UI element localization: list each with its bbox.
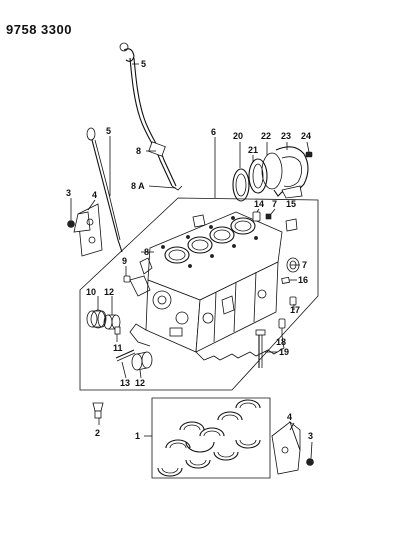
callout-4-upper: 4 [92, 190, 97, 200]
callout-18: 18 [276, 337, 286, 347]
callout-7-side: 7 [302, 260, 307, 270]
bolt-upper [67, 220, 75, 228]
callout-9: 9 [122, 256, 127, 266]
bracket-lower [271, 420, 301, 475]
callout-23: 23 [281, 131, 291, 141]
drain-plug [92, 402, 104, 419]
callout-10: 10 [86, 287, 96, 297]
callout-12-lower: 12 [135, 378, 145, 388]
plug-14 [252, 211, 261, 222]
callout-16: 16 [298, 275, 308, 285]
dowel-11 [114, 326, 121, 335]
plug-15 [265, 213, 272, 220]
plug-7-right [285, 218, 298, 232]
callout-4-lower: 4 [287, 412, 292, 422]
block-enclosure [79, 197, 319, 391]
bearing-enclosure [151, 397, 271, 479]
dipstick [86, 127, 123, 253]
callout-8-upper: 8 [136, 146, 141, 156]
callout-22: 22 [261, 131, 271, 141]
callout-3-lower: 3 [308, 431, 313, 441]
oil-seal-group [232, 146, 313, 202]
plug-7-left [192, 214, 206, 228]
callout-8a: 8 A [131, 181, 145, 191]
callout-1: 1 [135, 431, 140, 441]
pin-18 [278, 318, 286, 329]
cylinder-block [129, 211, 285, 361]
bracket-upper [73, 203, 103, 257]
bolt-19 [255, 329, 266, 368]
callout-13: 13 [120, 378, 130, 388]
dipstick-tube-assembly [119, 42, 183, 191]
callout-17: 17 [290, 305, 300, 315]
core-plug-left [86, 309, 107, 329]
callout-15: 15 [286, 199, 296, 209]
callout-11: 11 [113, 343, 123, 353]
callout-5-left: 5 [106, 126, 111, 136]
dowel-16 [281, 276, 290, 284]
bearing-12-lower [131, 351, 153, 371]
callout-5-top: 5 [141, 59, 146, 69]
callout-14: 14 [254, 199, 264, 209]
pin-17 [289, 296, 297, 306]
callout-19: 19 [279, 347, 289, 357]
leader-lines [70, 63, 313, 459]
callout-7-top: 7 [272, 199, 277, 209]
callout-12-upper: 12 [104, 287, 114, 297]
plug-9 [123, 275, 131, 283]
oil-jet-13 [115, 349, 136, 362]
main-bearings [157, 399, 261, 477]
callout-20: 20 [233, 131, 243, 141]
bolt-lower [306, 458, 314, 466]
callout-3-upper: 3 [66, 188, 71, 198]
callout-labels: 5 5 8 8 A 6 3 4 8 9 10 12 11 13 12 2 1 2… [66, 59, 313, 441]
callout-6: 6 [211, 127, 216, 137]
page-title: 9758 3300 [6, 22, 72, 37]
callout-21: 21 [248, 145, 258, 155]
callout-8-lower: 8 [144, 247, 149, 257]
callout-24: 24 [301, 131, 311, 141]
callout-2: 2 [95, 428, 100, 438]
